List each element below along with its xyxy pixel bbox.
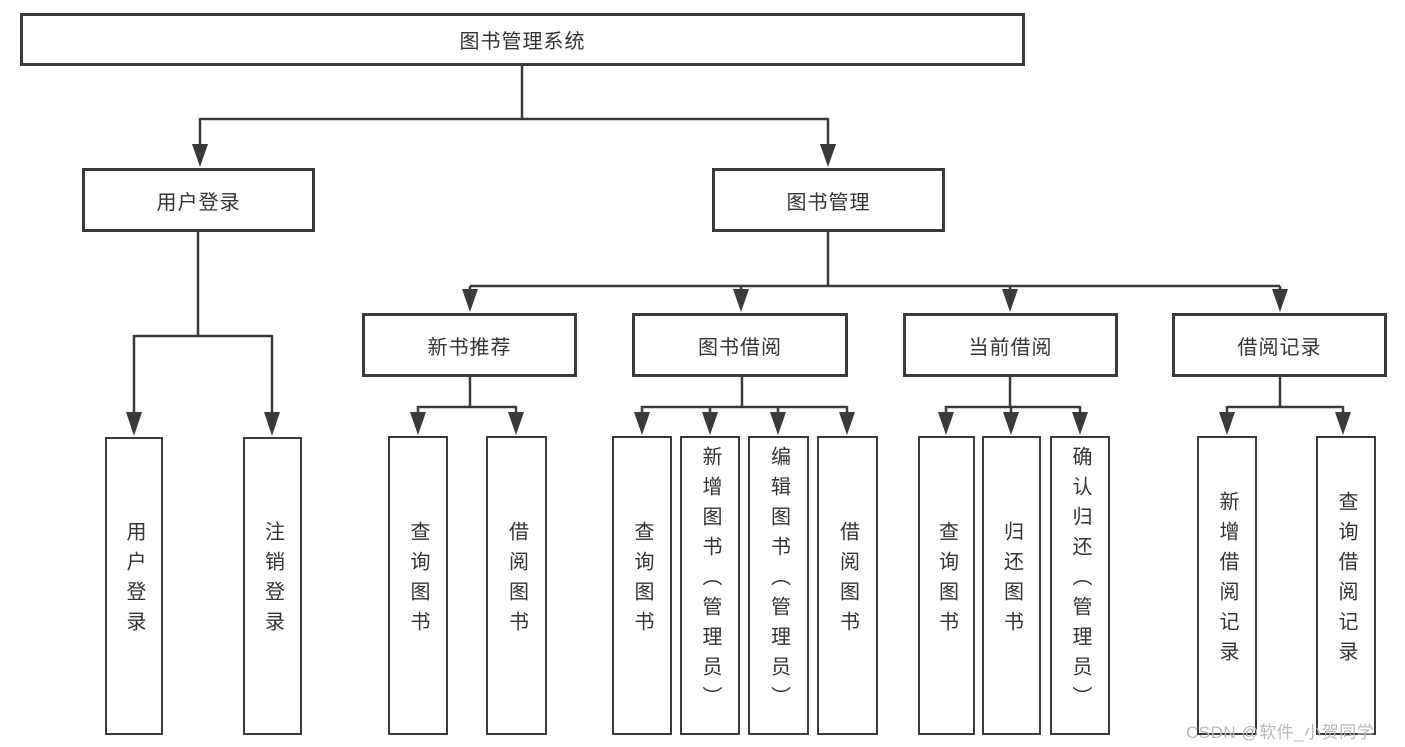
leaf-borrowing-query-books-label: 查询图书 — [631, 520, 653, 641]
leaf-borrowing-query-books: 查询图书 — [612, 436, 672, 735]
node-book-borrowing: 图书借阅 — [632, 313, 848, 377]
leaf-query-borrow-record: 查询借阅记录 — [1316, 436, 1376, 735]
leaf-confirm-return-admin-label: 确认归还（管理员） — [1069, 445, 1091, 716]
node-book-borrowing-label: 图书借阅 — [698, 336, 782, 359]
leaf-add-books-admin-label: 新增图书（管理员） — [699, 445, 721, 716]
leaf-recommend-query-books-label: 查询图书 — [407, 520, 429, 641]
leaf-edit-books-admin-label: 编辑图书（管理员） — [767, 445, 790, 716]
node-library-system: 图书管理系统 — [20, 13, 1025, 66]
leaf-return-books: 归还图书 — [982, 436, 1041, 735]
node-new-book-recommendation: 新书推荐 — [362, 313, 577, 377]
node-book-management: 图书管理 — [712, 168, 945, 232]
leaf-add-borrow-record: 新增借阅记录 — [1197, 436, 1257, 735]
leaf-add-books-admin: 新增图书（管理员） — [680, 436, 740, 735]
leaf-recommend-borrow-books-label: 借阅图书 — [505, 520, 528, 641]
node-borrowing-records-label: 借阅记录 — [1237, 336, 1322, 359]
node-user-login-label: 用户登录 — [156, 191, 241, 214]
node-library-system-label: 图书管理系统 — [459, 31, 586, 53]
leaf-logout: 注销登录 — [243, 437, 302, 735]
leaf-add-borrow-record-label: 新增借阅记录 — [1216, 490, 1238, 671]
leaf-current-query-books: 查询图书 — [918, 436, 975, 735]
leaf-edit-books-admin: 编辑图书（管理员） — [748, 436, 809, 735]
leaf-recommend-query-books: 查询图书 — [388, 436, 448, 735]
leaf-borrowing-borrow-books: 借阅图书 — [817, 436, 878, 735]
leaf-confirm-return-admin: 确认归还（管理员） — [1050, 436, 1110, 735]
node-user-login: 用户登录 — [82, 168, 315, 232]
leaf-borrowing-borrow-books-label: 借阅图书 — [836, 520, 859, 641]
csdn-watermark: CSDN @软件_小贺同学 — [1186, 723, 1375, 742]
leaf-logout-label: 注销登录 — [261, 521, 284, 641]
leaf-user-login: 用户登录 — [105, 437, 163, 735]
leaf-recommend-borrow-books: 借阅图书 — [486, 436, 547, 735]
node-borrowing-records: 借阅记录 — [1172, 313, 1387, 377]
leaf-query-borrow-record-label: 查询借阅记录 — [1335, 490, 1357, 671]
node-new-book-recommendation-label: 新书推荐 — [427, 336, 512, 359]
node-current-borrowing: 当前借阅 — [903, 313, 1118, 377]
leaf-return-books-label: 归还图书 — [1000, 520, 1023, 641]
leaf-user-login-label: 用户登录 — [123, 521, 145, 641]
leaf-current-query-books-label: 查询图书 — [935, 520, 958, 641]
node-book-management-label: 图书管理 — [786, 191, 871, 214]
node-current-borrowing-label: 当前借阅 — [968, 336, 1053, 359]
